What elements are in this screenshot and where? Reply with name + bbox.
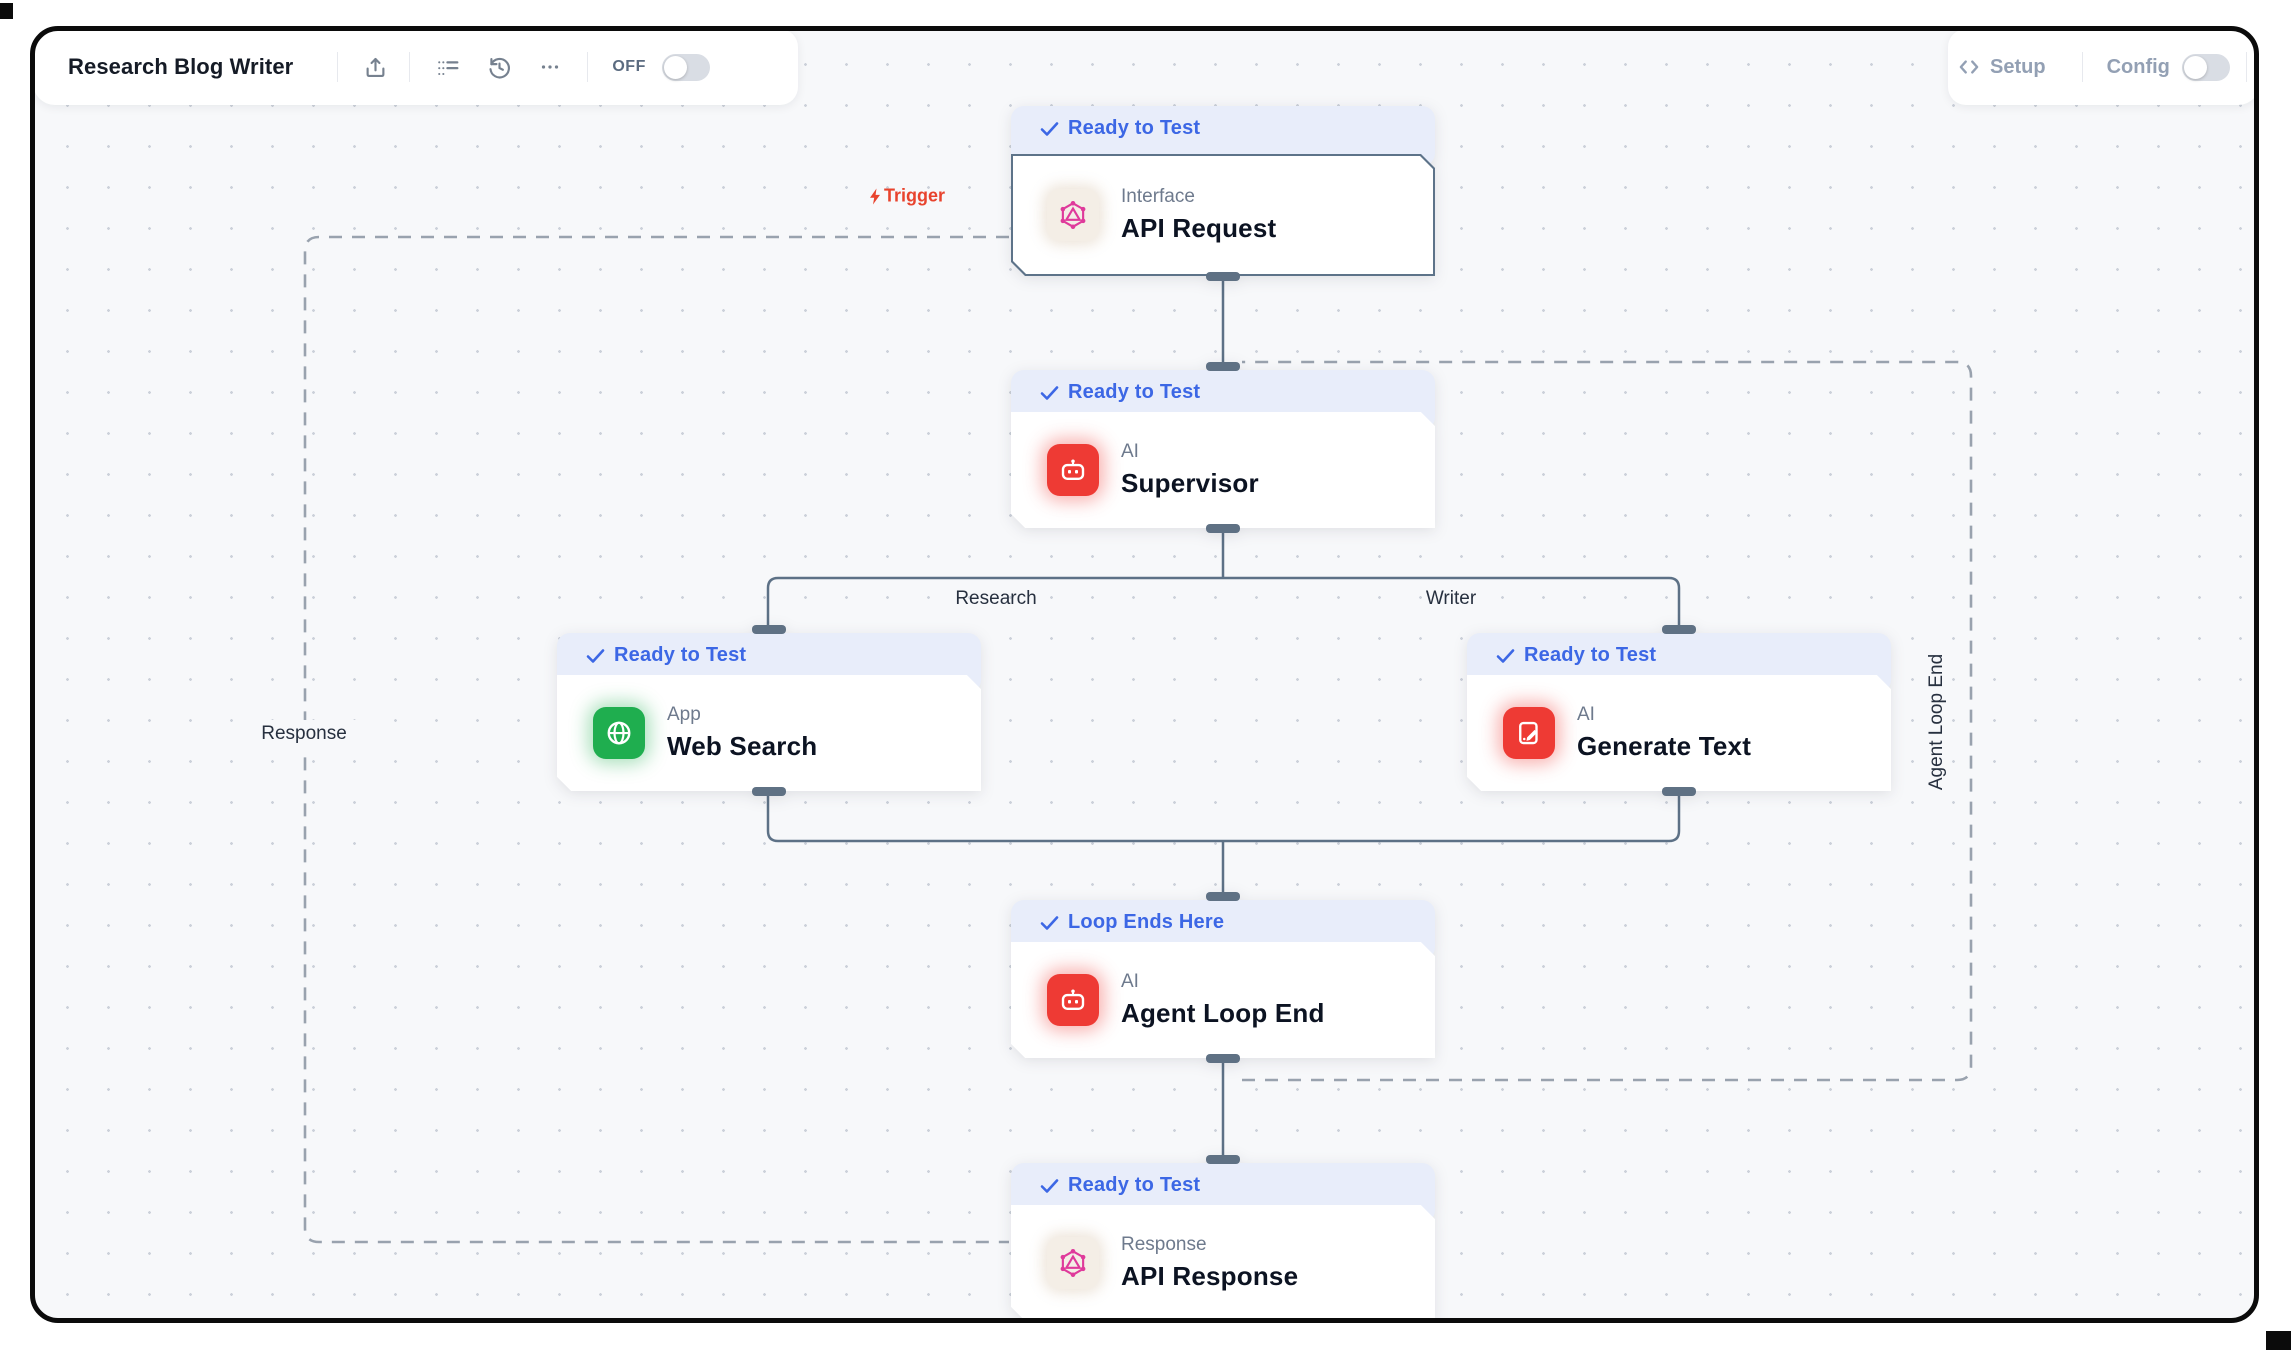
node-title: Supervisor xyxy=(1121,468,1259,498)
check-icon xyxy=(1040,1178,1059,1193)
code-icon[interactable] xyxy=(1956,54,1982,80)
edge-label-writer: Writer xyxy=(1425,588,1477,609)
output-handle[interactable] xyxy=(1662,787,1696,796)
setup-button[interactable]: Setup xyxy=(1990,55,2046,78)
output-handle[interactable] xyxy=(1206,1054,1240,1063)
edge-split-branches xyxy=(766,576,1681,630)
trigger-label: Trigger xyxy=(867,186,945,207)
node-api-request[interactable]: Ready to Test Interface API Request xyxy=(1011,106,1435,281)
note-pencil-icon xyxy=(1503,707,1555,759)
edge-merge-right xyxy=(1223,787,1681,843)
output-handle[interactable] xyxy=(1206,272,1240,281)
config-label: Config xyxy=(2106,55,2170,78)
output-handle[interactable] xyxy=(752,787,786,796)
edge-merge-left xyxy=(766,787,1223,843)
node-title: Agent Loop End xyxy=(1121,998,1325,1028)
node-api-response[interactable]: Ready to Test Response API Response xyxy=(1011,1155,1435,1321)
config-toggle[interactable] xyxy=(2181,53,2230,81)
workflow-state-label: OFF xyxy=(612,58,646,75)
node-kind: App xyxy=(667,704,701,725)
edge-label-response: Response xyxy=(251,720,357,748)
input-handle[interactable] xyxy=(752,625,786,634)
edge-label-agent-loop-end: Agent Loop End xyxy=(1926,653,1947,791)
edge-label-research: Research xyxy=(955,588,1037,609)
node-kind: AI xyxy=(1577,704,1595,725)
node-card[interactable]: Interface API Request xyxy=(1011,154,1435,276)
corner-artifact xyxy=(2266,1331,2291,1350)
more-icon[interactable] xyxy=(537,54,563,80)
corner-artifact xyxy=(0,3,13,19)
workflow-toolbar: Research Blog Writer xyxy=(33,29,798,105)
node-kind: Interface xyxy=(1121,186,1195,207)
node-kind: Response xyxy=(1121,1234,1207,1255)
node-card[interactable]: App Web Search xyxy=(557,675,981,791)
robot-icon xyxy=(1047,974,1099,1026)
node-card[interactable]: AI Agent Loop End xyxy=(1011,942,1435,1058)
interface-hexagon-icon xyxy=(1047,1237,1099,1289)
setup-config-toolbar: Setup Config xyxy=(1948,29,2260,105)
node-supervisor[interactable]: Ready to Test AI Supervisor xyxy=(1011,362,1435,533)
interface-hexagon-icon xyxy=(1047,189,1099,241)
list-icon[interactable] xyxy=(434,53,462,81)
node-card[interactable]: AI Supervisor xyxy=(1011,412,1435,528)
input-handle[interactable] xyxy=(1206,362,1240,371)
node-kind: AI xyxy=(1121,441,1139,462)
input-handle[interactable] xyxy=(1206,1155,1240,1164)
check-icon xyxy=(1040,915,1059,930)
input-handle[interactable] xyxy=(1662,625,1696,634)
output-handle[interactable] xyxy=(1206,524,1240,533)
divider xyxy=(587,52,589,82)
edge-loopback-dashed xyxy=(1242,360,1973,1082)
share-icon[interactable] xyxy=(362,54,389,81)
node-web-search[interactable]: Ready to Test App Web Search xyxy=(557,625,981,796)
lightning-icon xyxy=(869,188,880,204)
divider xyxy=(2081,52,2083,82)
node-card[interactable]: AI Generate Text xyxy=(1467,675,1891,791)
node-title: API Response xyxy=(1121,1261,1299,1291)
robot-icon xyxy=(1047,444,1099,496)
node-title: API Request xyxy=(1121,213,1277,243)
node-kind: AI xyxy=(1121,971,1139,992)
divider xyxy=(2245,52,2247,82)
check-icon xyxy=(1040,121,1059,136)
check-icon xyxy=(1040,385,1059,400)
check-icon xyxy=(586,648,605,663)
node-card[interactable]: Response API Response xyxy=(1011,1205,1435,1321)
divider xyxy=(337,52,339,82)
workflow-enable-toggle[interactable] xyxy=(661,53,710,81)
check-icon xyxy=(1496,648,1515,663)
divider xyxy=(409,52,411,82)
input-handle[interactable] xyxy=(1206,892,1240,901)
node-generate-text[interactable]: Ready to Test AI Generate Text xyxy=(1467,625,1891,796)
node-title: Web Search xyxy=(667,731,818,761)
globe-icon xyxy=(593,707,645,759)
workflow-title: Research Blog Writer xyxy=(68,54,294,79)
node-title: Generate Text xyxy=(1577,731,1752,761)
history-icon[interactable] xyxy=(486,54,513,81)
node-agent-loop-end[interactable]: Loop Ends Here AI Agent Loop End xyxy=(1011,892,1435,1063)
